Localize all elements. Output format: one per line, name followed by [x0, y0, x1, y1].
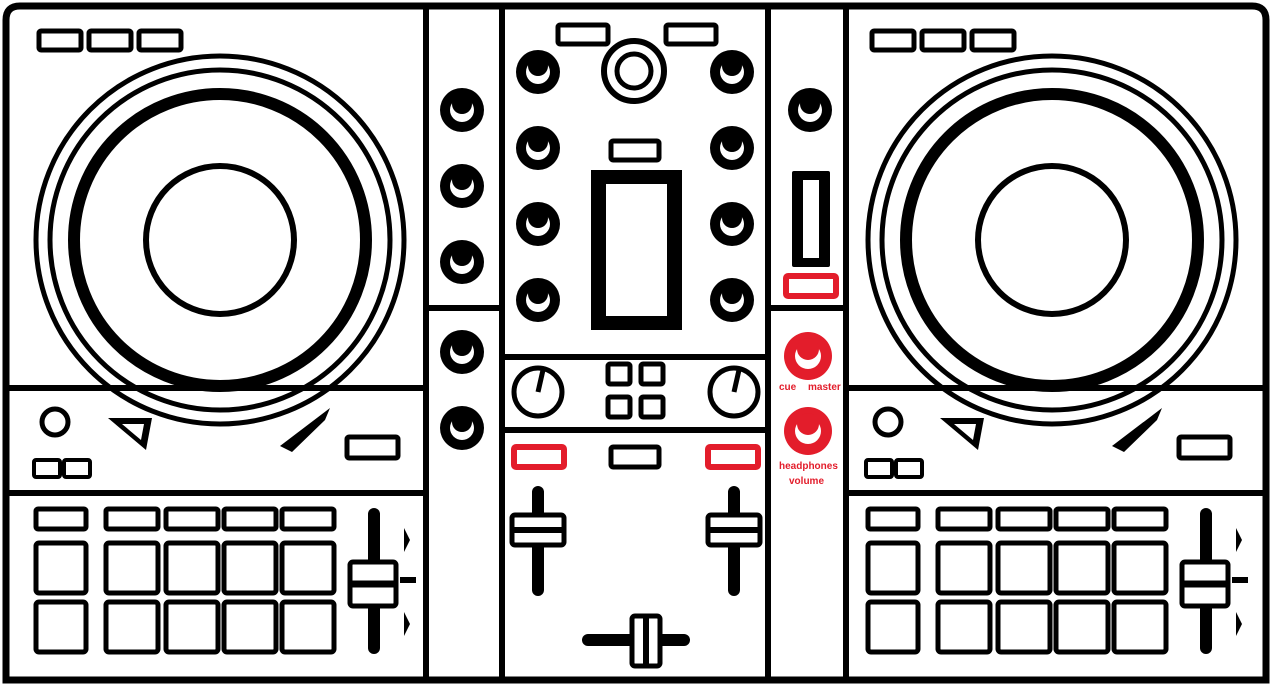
mixer-middle-button[interactable]: [608, 444, 662, 470]
left-performance-pads[interactable]: [33, 540, 337, 655]
left-pad-mode-buttons[interactable]: [33, 506, 337, 532]
left-small-buttons[interactable]: [32, 458, 92, 479]
browse-encoder-icon[interactable]: [601, 38, 667, 104]
right-performance-pads[interactable]: [865, 540, 1169, 655]
channel-fader-right-icon[interactable]: [705, 486, 763, 596]
left-top-buttons[interactable]: [36, 28, 184, 53]
filter-knob-left-icon[interactable]: [511, 365, 565, 419]
right-deck: [864, 28, 1248, 655]
right-sync-button[interactable]: [1176, 434, 1233, 461]
volume-label: volume: [789, 476, 824, 487]
cue-label: cue: [779, 382, 797, 393]
master-gain-knob[interactable]: [788, 88, 832, 132]
mixer-eq-knobs-right[interactable]: [710, 50, 754, 322]
headphones-label: headphones: [779, 461, 838, 472]
left-pitch-bend-up-icon[interactable]: [280, 408, 330, 452]
mixer-small-pad-grid[interactable]: [605, 361, 666, 420]
master-level-meter-icon: [792, 171, 830, 267]
right-shift-knob[interactable]: [872, 406, 904, 438]
jog-wheel-icon[interactable]: [33, 53, 407, 427]
master-label: master: [808, 382, 841, 393]
channel-cue-button-right[interactable]: [705, 444, 761, 470]
crossfader-icon[interactable]: [582, 613, 690, 669]
section-dividers: [6, 6, 1266, 680]
left-sync-button[interactable]: [344, 434, 401, 461]
right-top-buttons[interactable]: [869, 28, 1017, 53]
jog-wheel-icon[interactable]: [865, 53, 1239, 427]
mixer-center-button[interactable]: [608, 138, 662, 163]
master-column: cue master headphones volume: [779, 88, 841, 487]
mixer: [509, 22, 763, 669]
headphones-volume-knob[interactable]: [784, 407, 832, 455]
left-fx-knobs[interactable]: [440, 88, 484, 450]
master-volume-button[interactable]: [783, 273, 839, 299]
right-small-buttons[interactable]: [864, 458, 924, 479]
filter-knob-right-icon[interactable]: [707, 365, 761, 419]
vu-meter-icon: [591, 170, 682, 330]
channel-fader-left-icon[interactable]: [509, 486, 567, 596]
right-pad-mode-buttons[interactable]: [865, 506, 1169, 532]
mixer-top-buttons[interactable]: [555, 22, 719, 47]
channel-cue-button-left[interactable]: [511, 444, 567, 470]
right-pitch-bend-up-icon[interactable]: [1112, 408, 1162, 452]
pitch-fader-icon[interactable]: [347, 508, 416, 654]
pitch-fader-icon[interactable]: [1179, 508, 1248, 654]
left-shift-knob[interactable]: [39, 406, 71, 438]
cue-master-knob[interactable]: [784, 332, 832, 380]
left-deck: [32, 28, 416, 655]
mixer-eq-knobs-left[interactable]: [516, 50, 560, 322]
